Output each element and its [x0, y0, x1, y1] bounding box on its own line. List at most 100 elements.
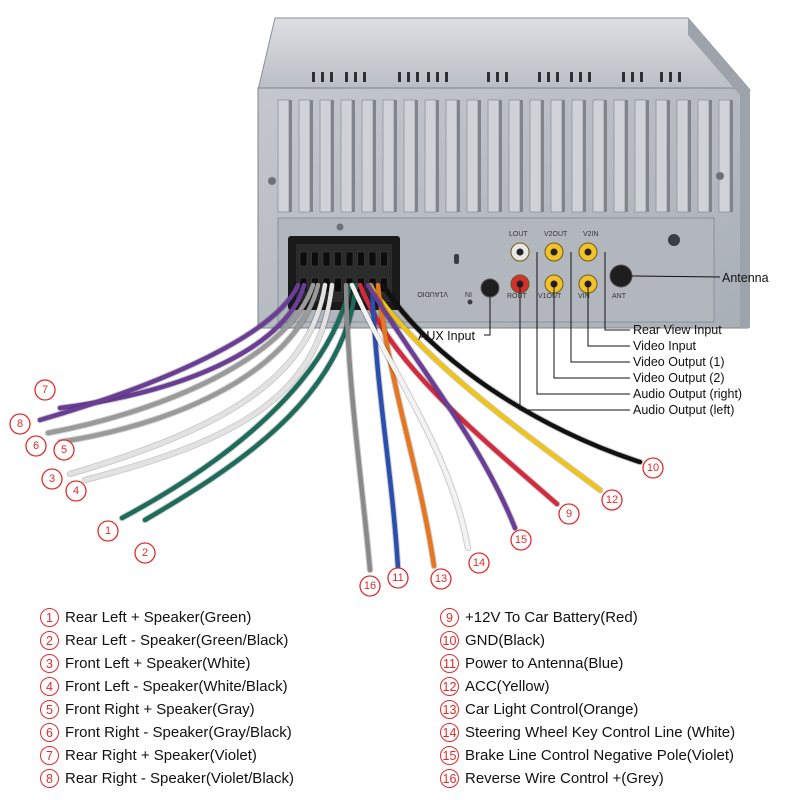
- vent-slot: [640, 72, 643, 82]
- heatsink-fin-shadow: [625, 100, 628, 212]
- wire-badge-number: 5: [61, 444, 67, 456]
- vent-slot: [496, 72, 499, 82]
- legend-item: 5 Front Right + Speaker(Gray): [40, 698, 294, 721]
- callout-video-output-2: Video Output (2): [633, 371, 725, 385]
- heatsink-fin: [592, 99, 605, 213]
- wire-badge-circle: [41, 468, 63, 490]
- vent-slot: [622, 72, 625, 82]
- head-unit-side: [688, 18, 750, 328]
- legend-number-badge: 2: [40, 631, 59, 650]
- heatsink-fin-shadow: [709, 100, 712, 212]
- heatsink-fin-shadow: [667, 100, 670, 212]
- heatsink-fin-shadow: [583, 100, 586, 212]
- legend-number-badge: 7: [40, 746, 59, 765]
- wire-1: [119, 282, 353, 521]
- legend-text: Brake Line Control Negative Pole(Violet): [465, 747, 735, 764]
- head-unit: LOUT V2OUT V2IN ROUT V1OUT VIN ANT V1AUD…: [257, 17, 752, 329]
- heatsink-fin-shadow: [562, 100, 565, 212]
- legend-number-badge: 3: [40, 654, 59, 673]
- aux-input-jack: [480, 278, 500, 298]
- wire-badge-circle: [601, 489, 623, 511]
- wire-15: [365, 282, 518, 531]
- heatsink-fin: [424, 99, 437, 213]
- legend-number-badge: 1: [40, 608, 59, 627]
- wire-10: [380, 282, 643, 465]
- plug-pin: [299, 251, 308, 267]
- legend-number-badge: 11: [440, 654, 459, 673]
- wire-badge-circle: [510, 529, 532, 551]
- vent-slot: [660, 72, 663, 82]
- heatsink-fin-shadow: [604, 100, 607, 212]
- plug-pin: [311, 251, 319, 267]
- vent-slot: [407, 72, 410, 82]
- wire-8: [37, 282, 301, 423]
- wire-badge-number: 10: [647, 462, 659, 474]
- legend-number-badge: 6: [40, 723, 59, 742]
- wire-harness: [36, 281, 644, 574]
- heatsink-fin-shadow: [310, 100, 313, 212]
- heatsink-fin: [571, 99, 584, 213]
- wire-badge-number: 11: [392, 572, 403, 584]
- plug-pin: [380, 251, 388, 267]
- legend-number-badge: 5: [40, 700, 59, 719]
- wire-badge-circle: [97, 520, 119, 542]
- vent-slot: [570, 72, 573, 82]
- legend-number-badge: 10: [440, 631, 459, 650]
- vent-slot: [445, 72, 448, 82]
- wire-badge-circle: [642, 457, 664, 479]
- callout-video-output-1: Video Output (1): [633, 355, 725, 369]
- legend-text: Power to Antenna(Blue): [465, 655, 624, 672]
- wire-badge-number: 4: [73, 485, 79, 497]
- label-rout: ROUT: [507, 293, 528, 300]
- mounting-hole: [268, 177, 276, 185]
- heatsink-fin: [445, 99, 458, 213]
- wire-badge-number: 15: [515, 534, 527, 546]
- legend-item: 3 Front Left + Speaker(White): [40, 652, 294, 675]
- wire-badge-circle: [25, 435, 47, 457]
- wire-badge-circle: [65, 480, 87, 502]
- heatsink-fin-shadow: [436, 100, 439, 212]
- vent-slot: [321, 72, 324, 82]
- callout-audio-output-right: Audio Output (right): [633, 387, 742, 401]
- plug-pin: [322, 251, 331, 267]
- wire-badge-number: 14: [473, 557, 485, 569]
- heatsink-fin: [382, 99, 395, 213]
- heatsink-fin: [340, 99, 353, 213]
- wire-3: [67, 282, 328, 477]
- vent-slot: [588, 72, 591, 82]
- wire-badge-circle: [34, 379, 56, 401]
- wire-badge-number: 13: [435, 573, 447, 585]
- wire-badge-circle: [9, 413, 31, 435]
- legend-text: Rear Right - Speaker(Violet/Black): [65, 770, 294, 787]
- legend-text: GND(Black): [465, 632, 546, 649]
- legend-number-badge: 16: [440, 769, 459, 788]
- vent-slot: [312, 72, 315, 82]
- wire-badge-number: 3: [49, 473, 55, 485]
- legend-text: Rear Right + Speaker(Violet): [65, 747, 257, 764]
- heatsink-fin: [361, 99, 374, 213]
- callout-audio-output-left: Audio Output (left): [633, 403, 734, 417]
- vent-slot: [436, 72, 439, 82]
- legend-text: Front Left + Speaker(White): [65, 655, 251, 672]
- label-v1audio: V1AUDIO: [417, 290, 448, 297]
- wire-badge-number: 1: [105, 525, 111, 537]
- legend-item: 10 GND(Black): [440, 629, 735, 652]
- plug-pin: [345, 251, 354, 267]
- heatsink-fin-shadow: [289, 100, 292, 212]
- mounting-hole: [467, 299, 473, 305]
- mounting-hole: [336, 223, 344, 231]
- vent-slot: [669, 72, 672, 82]
- mounting-hole: [668, 234, 680, 246]
- legend-text: Front Right + Speaker(Gray): [65, 701, 255, 718]
- callout-video-input: Video Input: [633, 339, 697, 353]
- vent-slot: [487, 72, 490, 82]
- callout-rear-view-input: Rear View Input: [633, 323, 722, 337]
- heatsink-fin: [403, 99, 416, 213]
- legend-text: Car Light Control(Orange): [465, 701, 639, 718]
- legend-text: Front Left - Speaker(White/Black): [65, 678, 288, 695]
- vent-slot: [330, 72, 333, 82]
- callout-antenna: Antenna: [722, 271, 769, 285]
- legend-text: Front Right - Speaker(Gray/Black): [65, 724, 292, 741]
